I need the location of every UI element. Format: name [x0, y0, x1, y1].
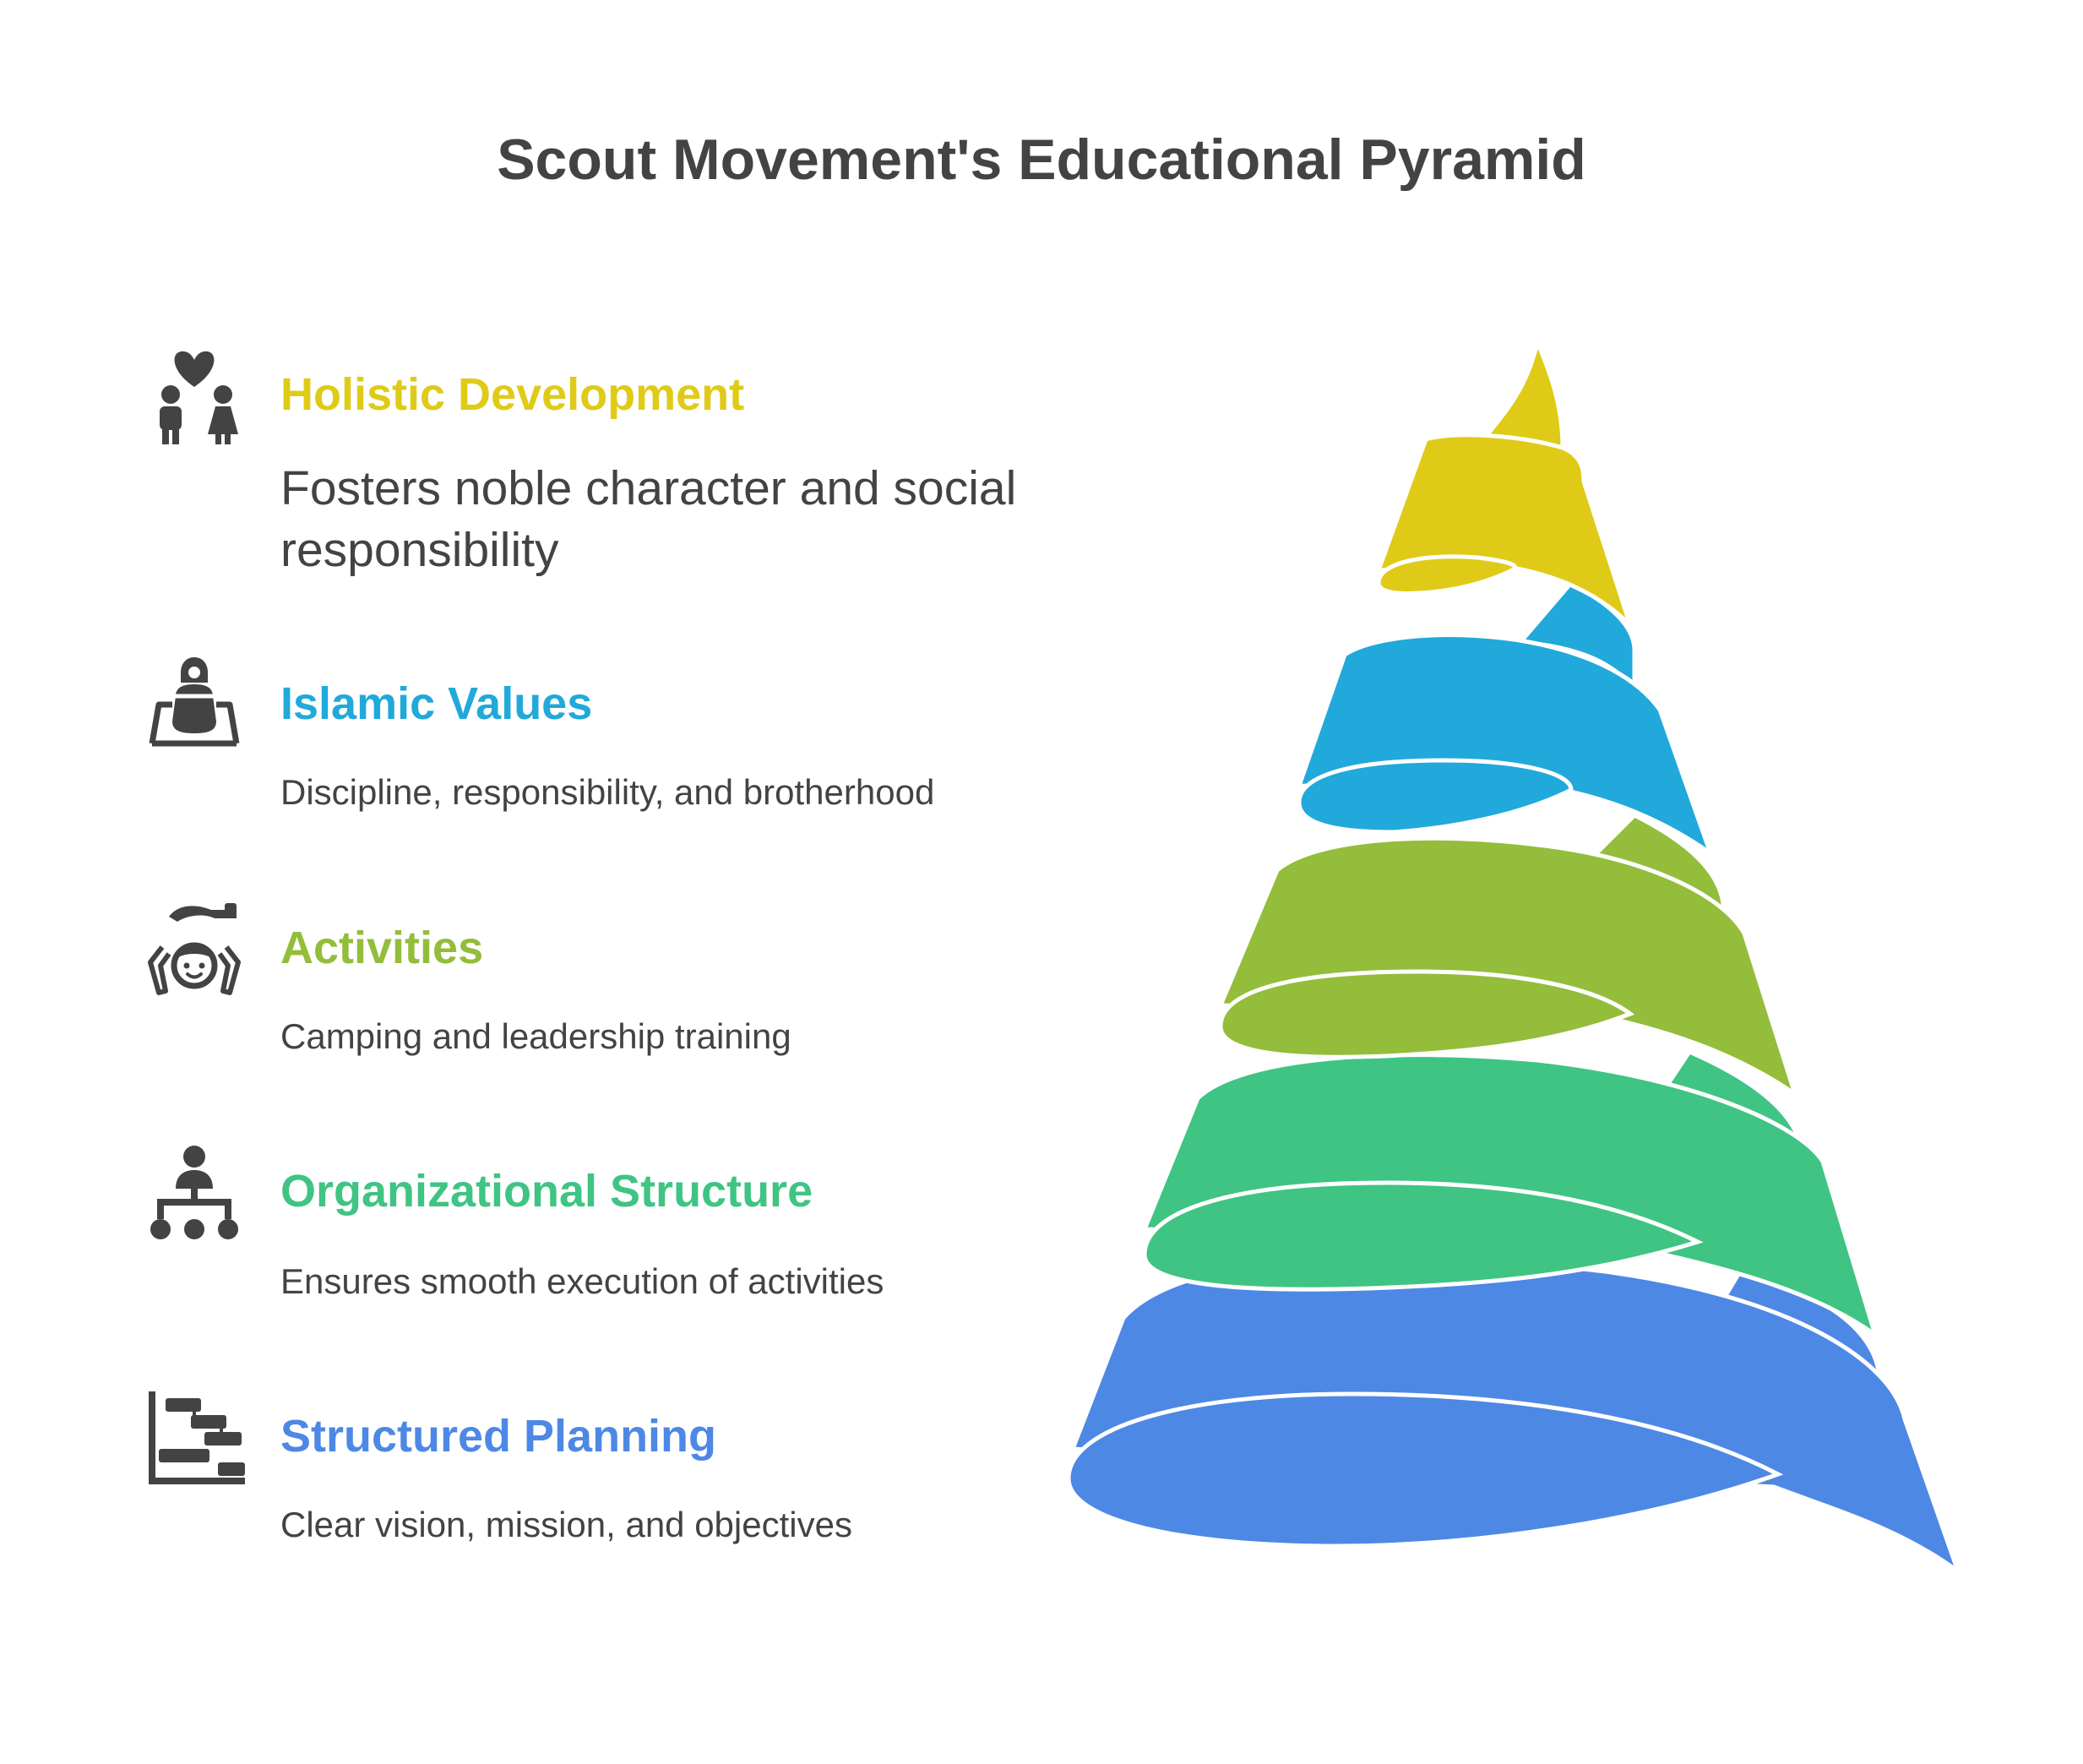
item-heading: Structured Planning [280, 1411, 717, 1462]
pyramid-level-activities [1217, 812, 1799, 1100]
item-description: Camping and leadership training [280, 1016, 791, 1056]
hierarchy-icon [144, 1145, 245, 1246]
item-heading: Organizational Structure [280, 1166, 813, 1217]
praying-person-icon [144, 652, 245, 754]
pyramid-level-organizational-structure [1141, 1048, 1879, 1341]
item-description: Discipline, responsibility, and brotherh… [280, 772, 935, 812]
item-heading: Islamic Values [280, 678, 593, 729]
gantt-chart-icon [144, 1390, 245, 1491]
pyramid-level-islamic-values [1296, 580, 1715, 859]
page-title: Scout Movement's Educational Pyramid [497, 128, 1586, 192]
item-description: Fosters noble character and social respo… [280, 461, 1017, 577]
children-heart-icon [144, 346, 245, 448]
item-description: Ensures smooth execution of activities [280, 1261, 884, 1301]
item-heading: Holistic Development [280, 369, 745, 420]
pyramid-level-holistic-development [1375, 335, 1633, 627]
child-care-icon [144, 900, 245, 1001]
item-description: Clear vision, mission, and objectives [280, 1505, 852, 1544]
item-heading: Activities [280, 923, 484, 973]
pyramid-level-structured-planning [1066, 1255, 1963, 1577]
